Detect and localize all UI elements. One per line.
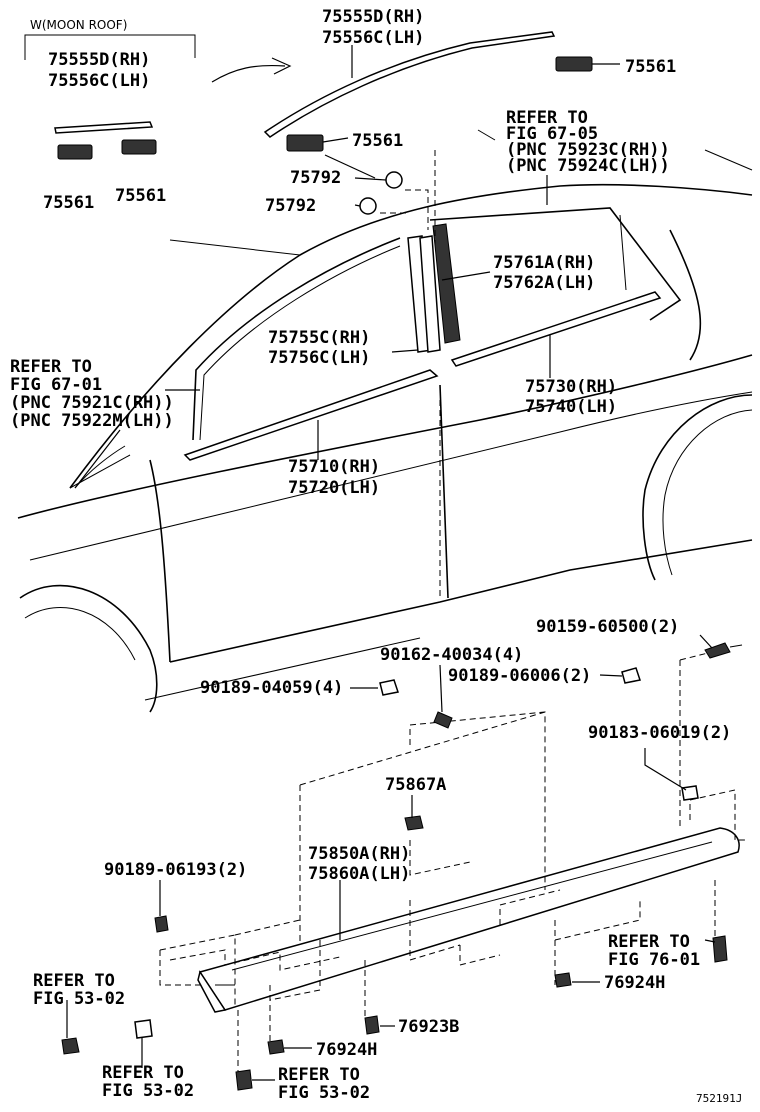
label-refer-front-3: (PNC 75921C(RH))	[10, 393, 174, 413]
label-clip-75792-b: 75792	[265, 196, 316, 216]
label-clip-75561-mid: 75561	[352, 131, 403, 151]
label-rocker-rh: 75850A(RH)	[308, 844, 410, 864]
belt-mouldings	[183, 291, 662, 461]
label-clip-75561-right: 75561	[115, 186, 166, 206]
label-refer-rear-3: (PNC 75923C(RH))	[506, 140, 670, 160]
fasteners	[61, 642, 743, 1091]
label-rocker-lh: 75860A(LH)	[308, 864, 410, 884]
figure-id: 752191J	[696, 1092, 742, 1105]
label-moon-roof-trim-rh: 75555D(RH)	[48, 50, 150, 70]
roof-trim	[263, 31, 593, 215]
leader-lines	[66, 45, 716, 1081]
label-refer-76-2: FIG 76-01	[608, 950, 700, 970]
label-refer-53-bottom-left-2: FIG 53-02	[102, 1081, 194, 1101]
label-clip-75561-top: 75561	[625, 57, 676, 77]
label-clip-76924H-bottom: 76924H	[316, 1040, 377, 1060]
label-roof-trim-lh: 75556C(LH)	[322, 28, 424, 48]
label-refer-53-bottom-left-1: REFER TO	[102, 1063, 184, 1083]
label-clip-76923B: 76923B	[398, 1017, 459, 1037]
label-rear-pillar-rh: 75761A(RH)	[493, 253, 595, 273]
label-refer-76-1: REFER TO	[608, 932, 690, 952]
label-clip-75867A: 75867A	[385, 775, 446, 795]
label-clip-90189-06006: 90189-06006(2)	[448, 666, 591, 686]
label-refer-53-left-2: FIG 53-02	[33, 989, 125, 1009]
label-front-pillar-rh: 75755C(RH)	[268, 328, 370, 348]
construction-lines	[159, 150, 745, 1075]
label-refer-53-bottom-2: FIG 53-02	[278, 1083, 370, 1103]
rocker-panel	[197, 827, 740, 1013]
label-clip-90189-04059: 90189-04059(4)	[200, 678, 343, 698]
label-moon-roof-trim-lh: 75556C(LH)	[48, 71, 150, 91]
label-refer-53-bottom-1: REFER TO	[278, 1065, 360, 1085]
label-refer-rear-2: FIG 67-05	[506, 124, 598, 144]
label-clip-76924H-right: 76924H	[604, 973, 665, 993]
label-rear-pillar-lh: 75762A(LH)	[493, 273, 595, 293]
label-rear-belt-rh: 75730(RH)	[525, 377, 617, 397]
label-screw-90159: 90159-60500(2)	[536, 617, 679, 637]
pillar-garnishes	[407, 223, 461, 353]
label-roof-trim-rh: 75555D(RH)	[322, 7, 424, 27]
car-body-outline	[17, 129, 753, 713]
part-labels: 75555D(RH) 75556C(LH) 75555D(RH) 75556C(…	[10, 7, 742, 1105]
moon-roof-inset: W(MOON ROOF)	[24, 18, 292, 160]
variant-note: W(MOON ROOF)	[30, 18, 127, 32]
label-front-belt-rh: 75710(RH)	[288, 457, 380, 477]
label-refer-front-1: REFER TO	[10, 357, 92, 377]
label-clip-90183: 90183-06019(2)	[588, 723, 731, 743]
label-refer-rear-1: REFER TO	[506, 108, 588, 128]
label-refer-front-4: (PNC 75922M(LH))	[10, 411, 174, 431]
label-clip-90189-06193: 90189-06193(2)	[104, 860, 247, 880]
label-front-pillar-lh: 75756C(LH)	[268, 348, 370, 368]
label-refer-rear-4: (PNC 75924C(LH))	[506, 156, 670, 176]
label-refer-53-left-1: REFER TO	[33, 971, 115, 991]
label-clip-75792-a: 75792	[290, 168, 341, 188]
label-screw-90162: 90162-40034(4)	[380, 645, 523, 665]
label-rear-belt-lh: 75740(LH)	[525, 397, 617, 417]
label-front-belt-lh: 75720(LH)	[288, 478, 380, 498]
label-refer-front-2: FIG 67-01	[10, 375, 102, 395]
label-clip-75561-left: 75561	[43, 193, 94, 213]
